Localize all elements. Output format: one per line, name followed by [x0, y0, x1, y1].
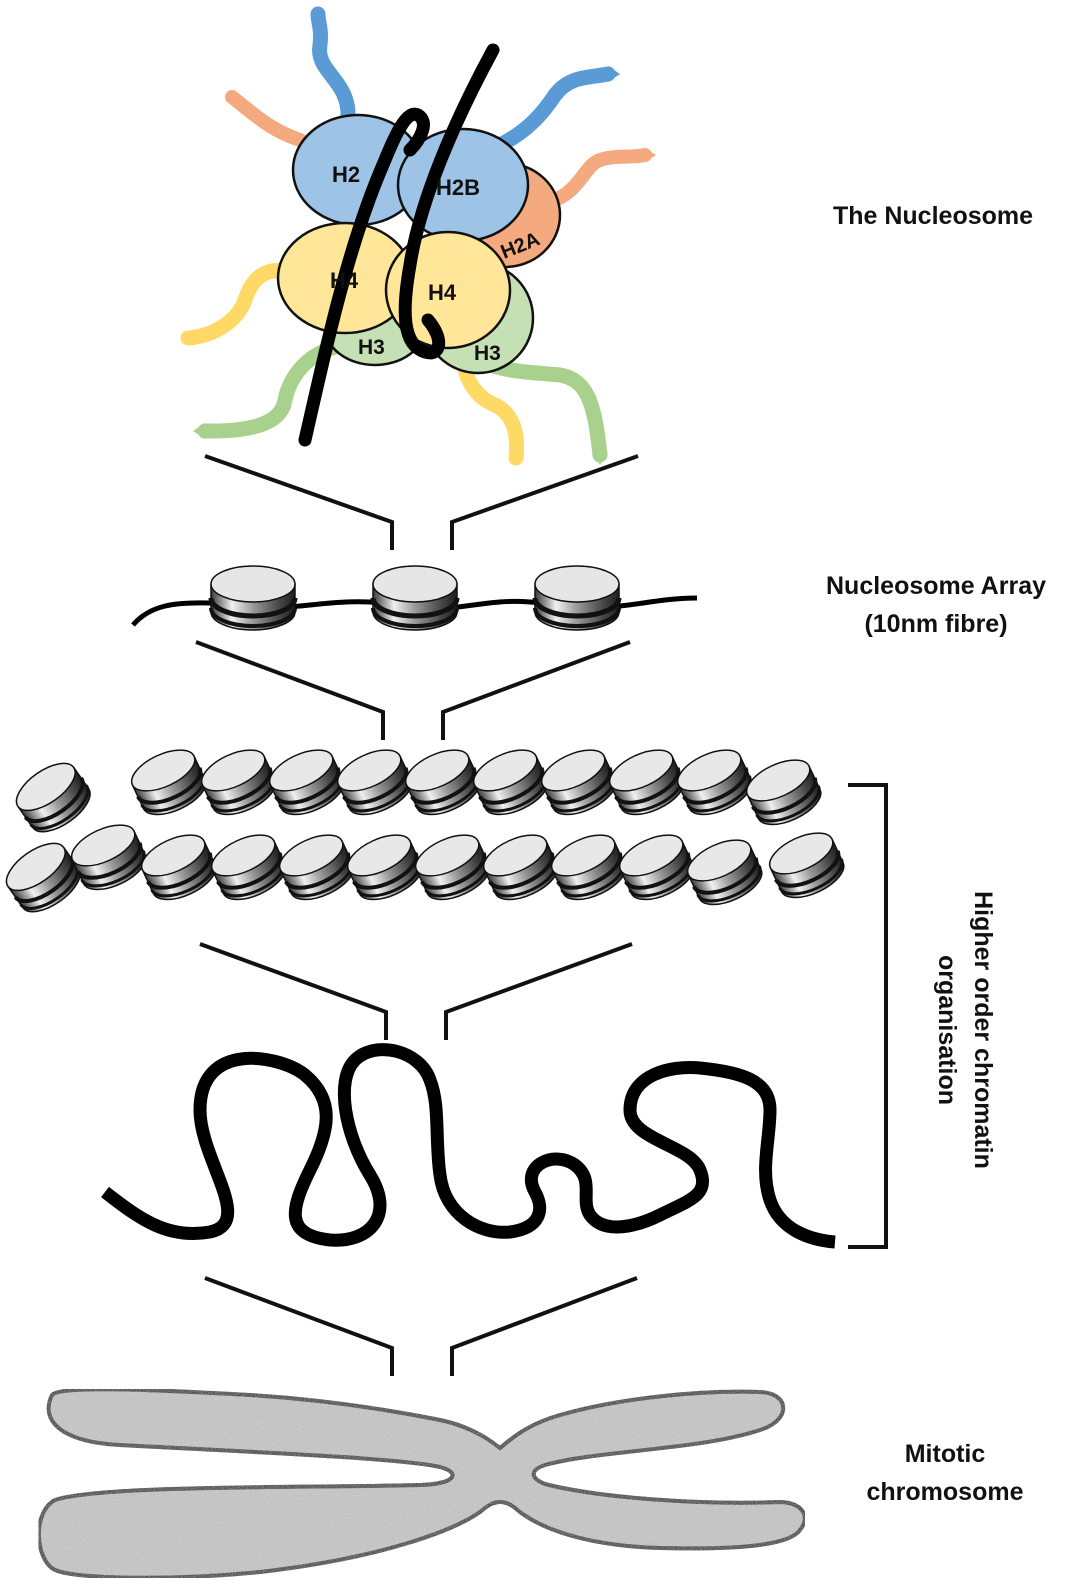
label-mitotic-line1: Mitotic	[845, 1436, 1045, 1474]
nucleosome	[211, 566, 295, 630]
looped-chromatin	[105, 1050, 835, 1242]
label-higher-line1: Higher order chromatin	[965, 865, 1001, 1195]
label-h4-right: H4	[428, 280, 457, 305]
h2a-tail	[555, 155, 645, 200]
nucleosome-detail: H2 H2B H2A H4 H4 H3 H3	[188, 14, 656, 465]
label-nucleosome-array: Nucleosome Array (10nm fibre)	[806, 568, 1066, 643]
label-higher-order: Higher order chromatin organisation	[921, 865, 1001, 1195]
label-array-line2: (10nm fibre)	[806, 606, 1066, 644]
label-h3-right: H3	[474, 342, 501, 365]
mitotic-chromosome	[39, 1389, 805, 1578]
label-array-line1: Nucleosome Array	[806, 568, 1066, 606]
label-h4-left: H4	[330, 268, 359, 293]
nucleosome-array	[133, 566, 697, 630]
label-the-nucleosome: The Nucleosome	[820, 198, 1046, 236]
label-mitotic-chromosome: Mitotic chromosome	[845, 1436, 1045, 1511]
label-h2b: H2B	[436, 175, 480, 200]
label-h3-left: H3	[358, 336, 385, 359]
nucleosome	[535, 566, 619, 630]
h2a-tail	[232, 97, 300, 140]
label-h2a-left: H2	[332, 162, 360, 187]
chromatin-fibre	[0, 742, 850, 921]
label-mitotic-line2: chromosome	[845, 1474, 1045, 1512]
h4-tail	[188, 271, 290, 338]
higher-order-bracket	[848, 785, 886, 1247]
h2b-tail	[500, 74, 608, 145]
h2b-tail	[318, 14, 348, 118]
label-higher-line2: organisation	[929, 865, 965, 1195]
nucleosome	[373, 566, 457, 630]
